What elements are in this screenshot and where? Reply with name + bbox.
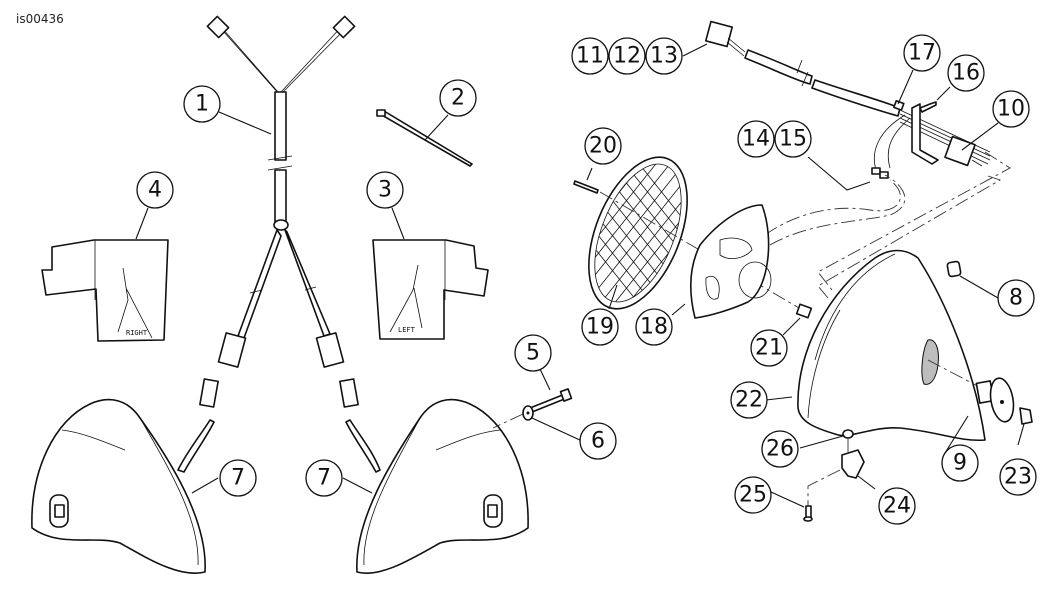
harness-y (206, 15, 356, 368)
callout-25: 25 (734, 476, 772, 514)
callout-11: 11 (571, 37, 609, 75)
callout-4: 4 (136, 171, 174, 209)
grommet (946, 260, 962, 278)
clamp-screw (803, 505, 813, 522)
svg-text:6: 6 (591, 429, 605, 454)
svg-text:25: 25 (739, 483, 767, 508)
bracket-left-text: LEFT (398, 326, 416, 334)
svg-text:16: 16 (952, 61, 980, 86)
clamp-nut (842, 429, 854, 439)
bracket-left: LEFT (372, 239, 489, 340)
callout-3: 3 (366, 171, 404, 209)
callout-16: 16 (947, 54, 985, 92)
grille (577, 151, 699, 315)
svg-text:5: 5 (526, 341, 540, 366)
svg-text:23: 23 (1004, 465, 1032, 490)
clamp-axis-line (807, 438, 849, 506)
screw-small (893, 100, 905, 111)
svg-text:12: 12 (613, 44, 641, 69)
svg-text:17: 17 (908, 41, 936, 66)
switch-assembly (975, 377, 1015, 423)
callout-6: 6 (579, 422, 617, 460)
svg-text:22: 22 (735, 388, 763, 413)
callout-17: 17 (903, 34, 941, 72)
housing-left (339, 378, 529, 574)
washer (522, 405, 534, 421)
routing-lines (764, 151, 1011, 299)
callout-23: 23 (999, 458, 1037, 496)
figure-id: is00436 (16, 12, 64, 26)
pin (919, 101, 937, 113)
callout-26: 26 (761, 430, 799, 468)
callout-5: 5 (514, 334, 552, 372)
svg-text:7: 7 (231, 466, 245, 491)
callout-13: 13 (645, 37, 683, 75)
bracket-right: RIGHT (41, 239, 169, 342)
leader-lines (135, 43, 1025, 508)
callout-24: 24 (878, 487, 916, 525)
housing-right (31, 378, 219, 574)
svg-text:21: 21 (755, 336, 783, 361)
callout-18: 18 (635, 308, 673, 346)
callout-1: 1 (183, 85, 221, 123)
callout-10: 10 (992, 90, 1030, 128)
relay (944, 135, 983, 167)
svg-text:7: 7 (317, 466, 331, 491)
back-plate (690, 204, 772, 319)
svg-text:11: 11 (576, 44, 604, 69)
svg-text:15: 15 (779, 127, 807, 152)
callout-14: 14 (737, 120, 775, 158)
callout-15: 15 (774, 120, 812, 158)
callout-2: 2 (439, 79, 477, 117)
callout-20: 20 (584, 127, 622, 165)
callout-12: 12 (608, 37, 646, 75)
mounting-bracket (911, 103, 939, 165)
callout-7-right-housing: 7 (219, 459, 257, 497)
callout-19: 19 (581, 308, 619, 346)
svg-text:13: 13 (650, 44, 678, 69)
callout-8: 8 (997, 279, 1035, 317)
svg-text:14: 14 (742, 127, 770, 152)
svg-text:8: 8 (1009, 286, 1023, 311)
callout-22: 22 (730, 381, 768, 419)
housing-shell (797, 249, 986, 442)
svg-text:4: 4 (148, 178, 162, 203)
switch-clip (1019, 407, 1033, 425)
svg-text:26: 26 (766, 437, 794, 462)
svg-text:9: 9 (953, 451, 967, 476)
cable-clamp (841, 449, 865, 479)
bolt-axis-line (492, 413, 524, 429)
grille-screw (573, 180, 599, 194)
plate-fastener (795, 303, 813, 319)
bolt (529, 388, 573, 413)
callout-21: 21 (750, 329, 788, 367)
svg-text:24: 24 (883, 494, 911, 519)
relay-harness (704, 20, 991, 179)
svg-text:18: 18 (640, 315, 668, 340)
cable-tie (376, 109, 473, 167)
svg-text:20: 20 (589, 134, 617, 159)
svg-text:1: 1 (195, 92, 209, 117)
svg-text:3: 3 (378, 178, 392, 203)
bracket-right-text: RIGHT (126, 329, 148, 337)
svg-text:19: 19 (586, 315, 614, 340)
svg-text:10: 10 (997, 97, 1025, 122)
callout-9: 9 (941, 444, 979, 482)
svg-text:2: 2 (451, 86, 465, 111)
callout-7-left-housing: 7 (305, 459, 343, 497)
